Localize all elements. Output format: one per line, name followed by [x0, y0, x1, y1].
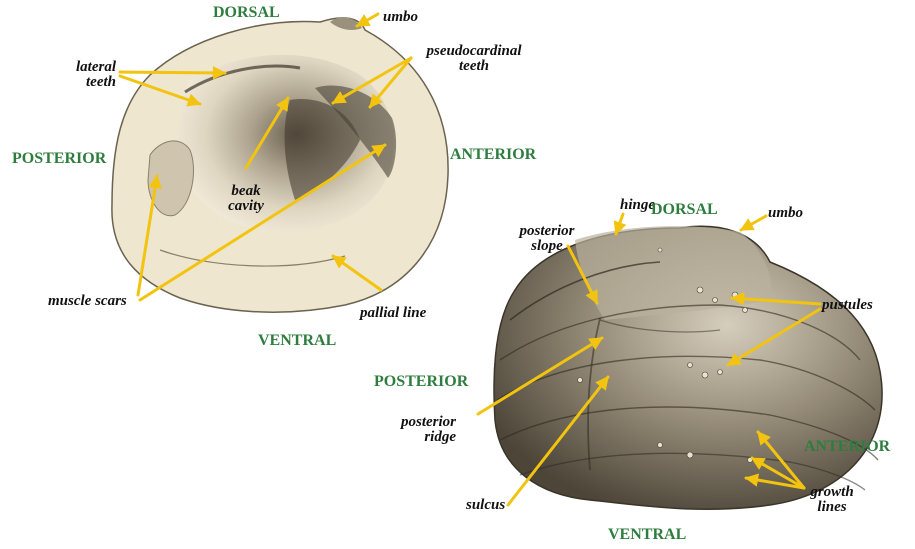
- pseudocardinal-teeth-label: pseudocardinal teeth: [412, 44, 536, 74]
- beak-cavity-label: beak cavity: [216, 184, 276, 214]
- hinge-label: hinge: [620, 198, 655, 213]
- interior-anterior-label: ANTERIOR: [450, 146, 536, 164]
- sulcus-label: sulcus: [466, 498, 505, 513]
- exterior-posterior-label: POSTERIOR: [374, 373, 468, 391]
- posterior-ridge-label: posterior ridge: [396, 415, 456, 445]
- interior-posterior-label: POSTERIOR: [12, 150, 106, 168]
- muscle-scars-label: muscle scars: [48, 294, 127, 309]
- pustules-label: pustules: [822, 298, 873, 313]
- exterior-anterior-label: ANTERIOR: [804, 438, 890, 456]
- interior-umbo-label: umbo: [383, 10, 418, 25]
- interior-ventral-label: VENTRAL: [258, 332, 336, 350]
- interior-shell-drawing: [112, 17, 448, 312]
- lateral-teeth-label: lateral teeth: [40, 60, 116, 90]
- interior-dorsal-label: DORSAL: [213, 4, 280, 22]
- exterior-umbo-label: umbo: [768, 206, 803, 221]
- pallial-line-label: pallial line: [360, 306, 426, 321]
- exterior-dorsal-label: DORSAL: [651, 201, 718, 219]
- posterior-slope-label: posterior slope: [510, 224, 584, 254]
- exterior-ventral-label: VENTRAL: [608, 526, 686, 544]
- growth-lines-label: growth lines: [800, 485, 864, 515]
